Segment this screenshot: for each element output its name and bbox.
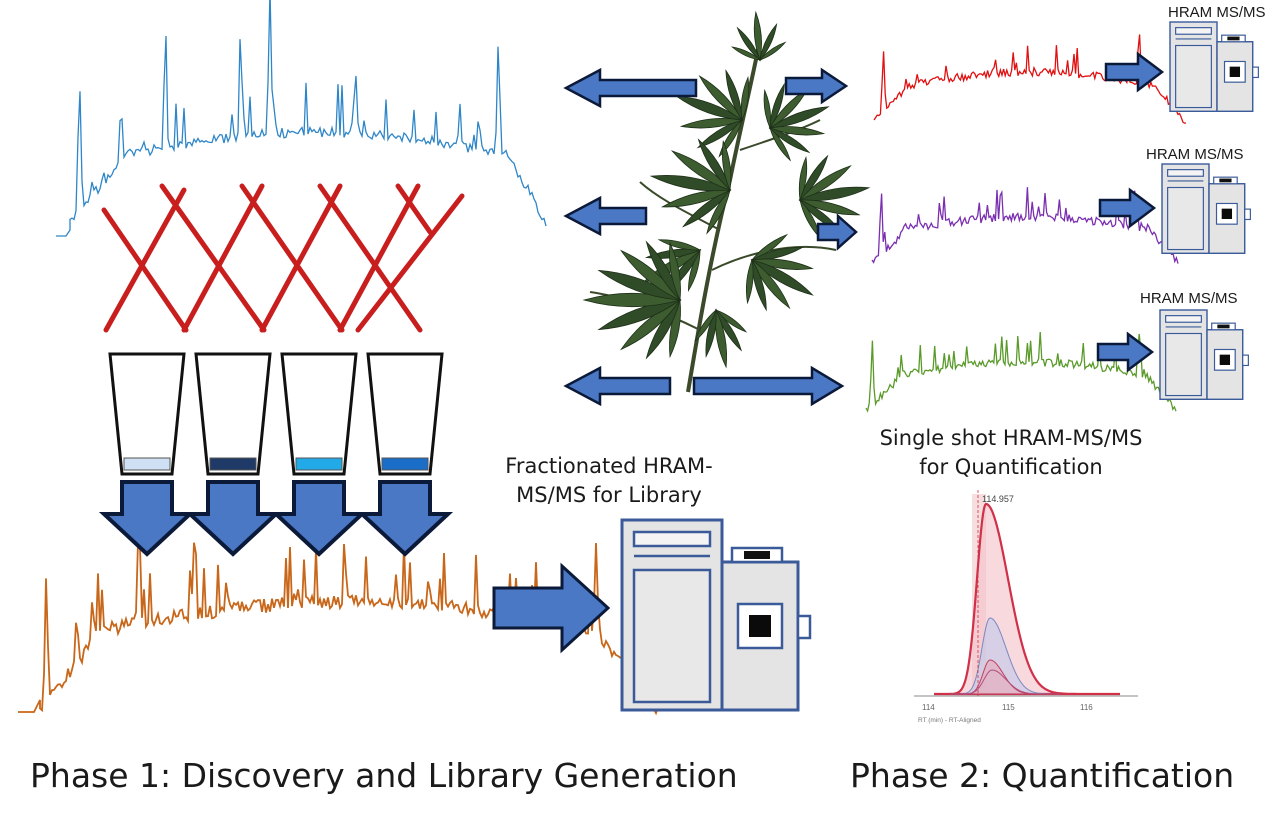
tube-4 (366, 352, 444, 476)
down-arrow-2 (184, 480, 282, 557)
hram-label-3: HRAM MS/MS (1140, 290, 1238, 307)
peak-x-label: RT (min) - RT-Aligned (918, 717, 981, 724)
phase-2-title: Phase 2: Quantification (850, 756, 1235, 795)
tube-3 (280, 352, 358, 476)
peak-x-tick-3: 116 (1080, 703, 1093, 712)
fractionated-line-1: Fractionated HRAM- (505, 454, 713, 478)
blue-chromatogram (56, 0, 547, 237)
fraction-tubes (108, 352, 444, 476)
green-chromatogram (865, 332, 1177, 413)
quant-instrument-3-icon (1159, 309, 1250, 401)
cannabis-plant-icon (582, 10, 871, 393)
phase-1-title: Phase 1: Discovery and Library Generatio… (30, 756, 738, 795)
quant-instrument-2-icon (1161, 163, 1252, 255)
library-arrow (492, 562, 611, 654)
tube-2 (194, 352, 272, 476)
quantification-peak-plot: 114.957 114 115 116 RT (min) - RT-Aligne… (914, 490, 1138, 724)
quant-instrument-1-icon (1169, 21, 1260, 113)
library-instrument-icon (620, 518, 812, 712)
single-shot-line-2: for Quantification (919, 455, 1103, 479)
peak-x-tick-2: 115 (1002, 703, 1015, 712)
tube-1 (108, 352, 186, 476)
fraction-pooling-lines (101, 183, 465, 333)
hram-label-2: HRAM MS/MS (1146, 146, 1244, 163)
fraction-down-arrows (98, 480, 454, 557)
peak-area-small (950, 669, 1060, 695)
peak-x-tick-1: 114 (922, 703, 935, 712)
plant-arrows (563, 67, 858, 407)
peak-area-outer (934, 502, 1120, 696)
single-shot-line-1: Single shot HRAM-MS/MS (879, 426, 1143, 450)
down-arrow-4 (356, 480, 454, 557)
hram-label-1: HRAM MS/MS (1168, 4, 1266, 21)
quant-arrows (1096, 51, 1165, 373)
down-arrow-3 (270, 480, 368, 557)
red-chromatogram (873, 34, 1187, 124)
purple-chromatogram (871, 187, 1179, 264)
down-arrow-1 (98, 480, 196, 557)
fractionated-caption: Fractionated HRAM- MS/MS for Library (474, 452, 744, 510)
fractionated-line-2: MS/MS for Library (516, 483, 702, 507)
single-shot-caption: Single shot HRAM-MS/MS for Quantificatio… (866, 424, 1156, 482)
peak-apex-label: 114.957 (982, 494, 1014, 504)
